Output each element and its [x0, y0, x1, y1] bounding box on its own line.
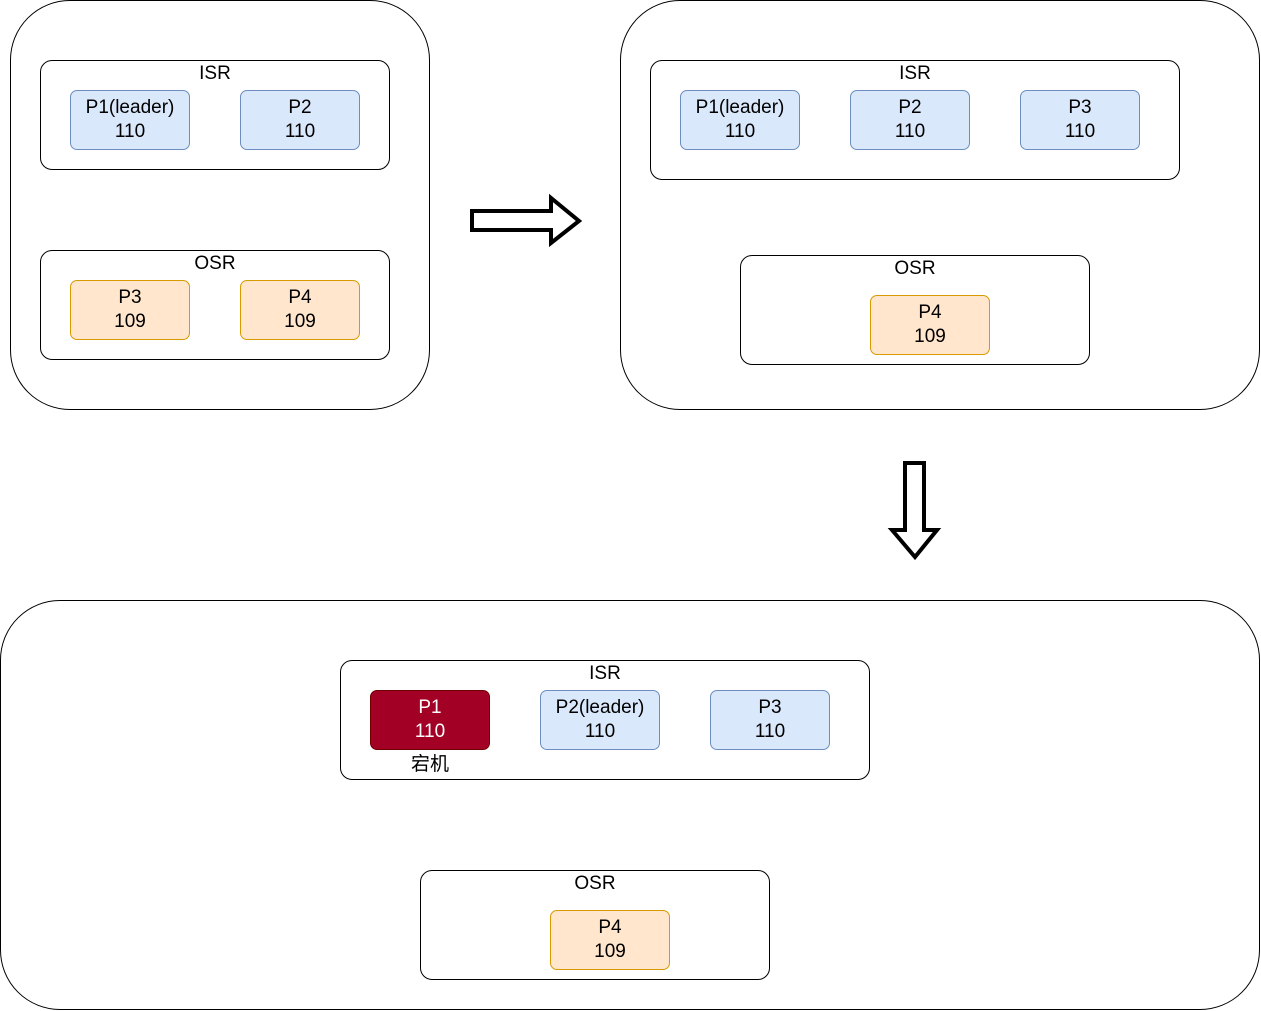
stage-2-osr-title: OSR	[894, 258, 936, 279]
stage-3-isr-node-p3: P3 110	[710, 690, 830, 750]
node-name: P3	[118, 287, 142, 308]
node-name: P4	[918, 302, 942, 323]
stage-1-isr-node-p2: P2 110	[240, 90, 360, 150]
node-offset: 109	[284, 311, 316, 332]
stage-1-osr-node-p3: P3 109	[70, 280, 190, 340]
node-offset: 110	[114, 121, 146, 142]
stage-1-osr-node-p4: P4 109	[240, 280, 360, 340]
stage-2-isr-node-p1: P1(leader) 110	[680, 90, 800, 150]
node-offset: 110	[584, 721, 616, 742]
stage-1-isr-title: ISR	[199, 63, 231, 84]
node-offset: 109	[114, 311, 146, 332]
stage-2-isr-title: ISR	[899, 63, 931, 84]
node-down-note: 宕机	[410, 754, 449, 775]
stage-3-osr-title: OSR	[574, 873, 616, 894]
stage-2-isr-node-p3: P3 110	[1020, 90, 1140, 150]
node-name: P4	[288, 287, 312, 308]
node-name: P1	[418, 697, 442, 718]
stage-2-osr-node-p4: P4 109	[870, 295, 990, 355]
stage-3-osr-node-p4: P4 109	[550, 910, 670, 970]
stage-1-isr-node-p1: P1(leader) 110	[70, 90, 190, 150]
node-offset: 110	[284, 121, 316, 142]
node-offset: 110	[724, 121, 756, 142]
stage-3-isr-node-p1-down: P1 110	[370, 690, 490, 750]
node-name: P3	[1068, 97, 1092, 118]
stage-3-isr-title: ISR	[589, 663, 621, 684]
node-name: P2(leader)	[555, 697, 645, 718]
node-offset: 109	[914, 326, 946, 347]
node-offset: 110	[414, 721, 446, 742]
node-offset: 110	[754, 721, 786, 742]
stage-3-isr-node-p2: P2(leader) 110	[540, 690, 660, 750]
node-name: P1(leader)	[85, 97, 175, 118]
node-offset: 110	[1064, 121, 1096, 142]
arrow-right-icon	[470, 193, 583, 248]
node-name: P4	[598, 917, 622, 938]
node-name: P2	[898, 97, 922, 118]
node-name: P2	[288, 97, 312, 118]
node-offset: 109	[594, 941, 626, 962]
node-name: P1(leader)	[695, 97, 785, 118]
stage-2-isr-node-p2: P2 110	[850, 90, 970, 150]
node-offset: 110	[894, 121, 926, 142]
stage-1-osr-title: OSR	[194, 253, 236, 274]
node-name: P3	[758, 697, 782, 718]
arrow-down-icon	[887, 461, 942, 561]
